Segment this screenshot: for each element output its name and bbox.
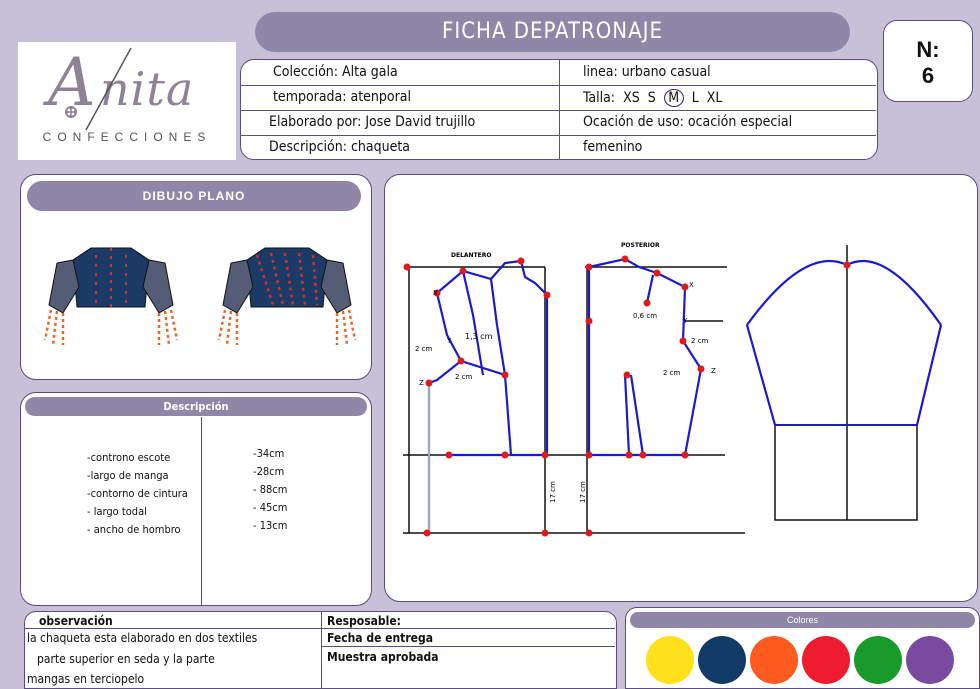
note-back-2: 2 cm: [691, 337, 709, 345]
temporada-field: temporada: atenporal: [273, 89, 411, 105]
size-s: S: [647, 90, 656, 106]
note-back-1: 0,6 cm: [633, 312, 657, 320]
pattern-drawing: DELANTERO POSTERIOR 1,3 cm 2 cm 2 cm 0,6…: [403, 242, 943, 537]
talla-field: Talla: XS S M L XL: [583, 89, 722, 107]
jacket-flat-drawing: [43, 247, 357, 346]
needle-icon: [65, 47, 132, 131]
desc-value-escote: -34cm: [253, 447, 285, 460]
point-z-front: Z: [419, 379, 424, 387]
sheet-number: N: 6: [883, 20, 973, 102]
talla-label: Talla:: [583, 90, 616, 106]
color-swatch-red: [802, 636, 850, 684]
point-x-front: X: [433, 289, 438, 297]
size-xs: XS: [623, 90, 640, 106]
color-swatch-orange: [750, 636, 798, 684]
color-swatch-purple: [906, 636, 954, 684]
jacket-front: [43, 247, 179, 346]
point-y-back: Y: [682, 317, 688, 325]
observation-line-3: mangas en terciopelo: [27, 672, 145, 686]
flat-drawing-panel: DIBUJO PLANO: [20, 174, 372, 380]
observation-label: observación: [39, 614, 113, 628]
jacket-back: [217, 247, 357, 346]
color-swatch-navy: [698, 636, 746, 684]
description-panel: Descripción -controno escote -largo de m…: [20, 392, 372, 606]
observation-panel: observación la chaqueta esta elaborado e…: [24, 611, 617, 689]
page-title: FICHA DEPATRONAJE: [255, 12, 850, 52]
desc-value-cintura: - 88cm: [253, 483, 288, 496]
point-z-back: Z: [711, 367, 716, 375]
logo-name: nita: [100, 62, 195, 116]
info-table: Colección: Alta gala temporada: atenpora…: [240, 59, 878, 160]
observation-line-2: parte superior en seda y la parte: [37, 652, 215, 666]
desc-item-manga: -largo de manga: [87, 469, 169, 482]
logo-subtitle: CONFECCIONES: [42, 130, 212, 144]
genero-field: femenino: [583, 139, 643, 155]
color-swatch-green: [854, 636, 902, 684]
ocasion-field: Ocación de uso: ocación especial: [583, 114, 793, 130]
note-back-length: 17 cm: [579, 481, 587, 503]
size-m-selected: M: [663, 89, 684, 107]
descripcion-field: Descripción: chaqueta: [269, 139, 410, 155]
colors-title: Colores: [630, 612, 975, 628]
desc-item-hombro: - ancho de hombro: [87, 523, 181, 536]
observation-line-1: la chaqueta esta elaborado en dos textil…: [27, 631, 258, 645]
size-xl: XL: [706, 90, 723, 106]
number-label: N:: [916, 37, 940, 62]
point-y-front: Y: [446, 337, 452, 345]
pattern-drawing-panel: DELANTERO POSTERIOR 1,3 cm 2 cm 2 cm 0,6…: [384, 174, 978, 602]
desc-value-largo: - 45cm: [253, 501, 288, 514]
back-label: POSTERIOR: [621, 242, 660, 249]
responsable-label: Resposable:: [327, 614, 401, 628]
desc-value-hombro: - 13cm: [253, 519, 288, 532]
note-front-3: 2 cm: [455, 373, 473, 381]
note-front-2: 2 cm: [415, 345, 433, 353]
color-swatch-yellow: [646, 636, 694, 684]
desc-value-manga: -28cm: [253, 465, 285, 478]
elaborado-field: Elaborado por: Jose David trujillo: [269, 114, 476, 130]
linea-field: linea: urbano casual: [583, 64, 711, 80]
coleccion-field: Colección: Alta gala: [273, 64, 398, 80]
desc-item-escote: -controno escote: [87, 451, 171, 464]
desc-item-cintura: -contorno de cintura: [87, 487, 188, 500]
note-back-3: 2 cm: [663, 369, 681, 377]
fecha-entrega-label: Fecha de entrega: [327, 631, 433, 645]
note-front-1: 1,3 cm: [465, 332, 493, 341]
desc-item-largo: - largo todal: [87, 505, 147, 518]
number-value: 6: [921, 63, 935, 88]
front-label: DELANTERO: [451, 252, 491, 259]
note-front-length: 17 cm: [549, 481, 557, 503]
size-l: L: [691, 90, 699, 106]
flat-drawing-title: DIBUJO PLANO: [27, 181, 361, 211]
muestra-aprobada-label: Muestra aprobada: [327, 650, 439, 664]
colors-panel: Colores: [625, 607, 980, 689]
point-x-back: X: [689, 281, 694, 289]
brand-logo: A nita CONFECCIONES: [18, 42, 236, 160]
description-title: Descripción: [25, 397, 367, 416]
